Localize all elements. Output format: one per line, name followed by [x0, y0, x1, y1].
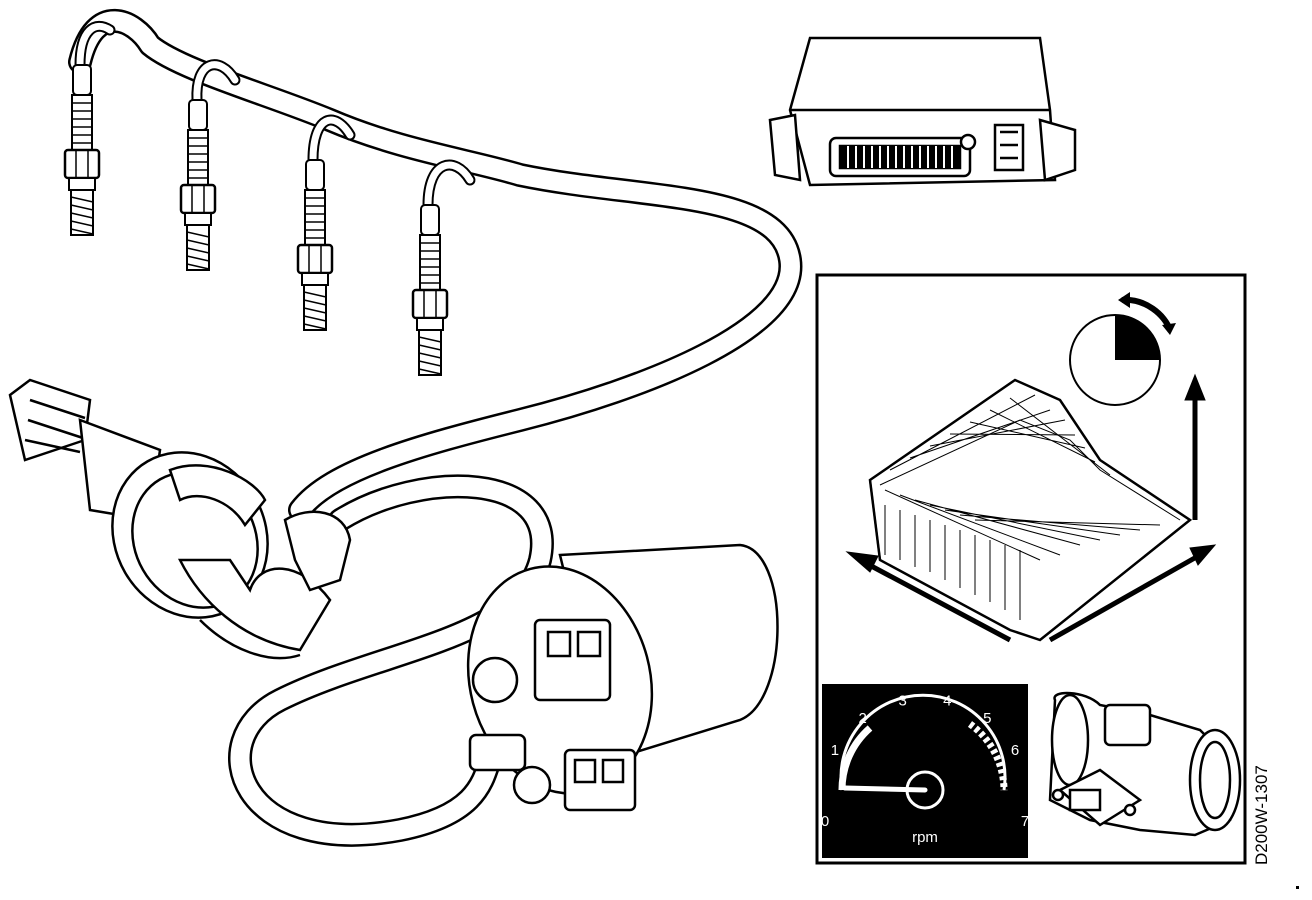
- tachometer-scale: 0 1 2 3 4 5 6 7: [821, 692, 1029, 830]
- timing-disc-icon: [1069, 292, 1176, 406]
- control-unit-icon: [768, 36, 1077, 187]
- tachometer-tick-label: 0: [821, 813, 829, 830]
- tachometer-tick-label: 4: [943, 692, 951, 709]
- tachometer-tick-label: 2: [859, 710, 867, 727]
- ht-lead-harness: [68, 8, 803, 847]
- ignition-coil-icon: [466, 543, 779, 812]
- map-axis-arrows: [845, 373, 1217, 643]
- tachometer-needle: [842, 785, 928, 793]
- spark-plug-1: [63, 63, 101, 237]
- air-flow-meter-icon: [1048, 691, 1242, 837]
- tachometer-tick-label: 7: [1021, 813, 1029, 830]
- spark-plug-2: [179, 98, 217, 272]
- spark-plug-4: [411, 203, 449, 377]
- tachometer-icon: 0 1 2 3 4 5 6 7 rpm: [821, 684, 1029, 858]
- ignition-map-panel: 0 1 2 3 4 5 6 7 rpm: [815, 273, 1247, 865]
- corner-dot: [1296, 886, 1299, 889]
- figure-code: D200W-1307: [1252, 765, 1271, 865]
- tachometer-unit-label: rpm: [912, 829, 938, 846]
- tachometer-tick-label: 1: [831, 742, 839, 759]
- tachometer-tick-label: 6: [1011, 742, 1019, 759]
- distributor-icon: [8, 378, 352, 660]
- map-surface-icon: [868, 378, 1193, 642]
- tachometer-tick-label: 3: [899, 692, 907, 709]
- tachometer-tick-label: 5: [983, 710, 991, 727]
- spark-plug-3: [296, 158, 334, 332]
